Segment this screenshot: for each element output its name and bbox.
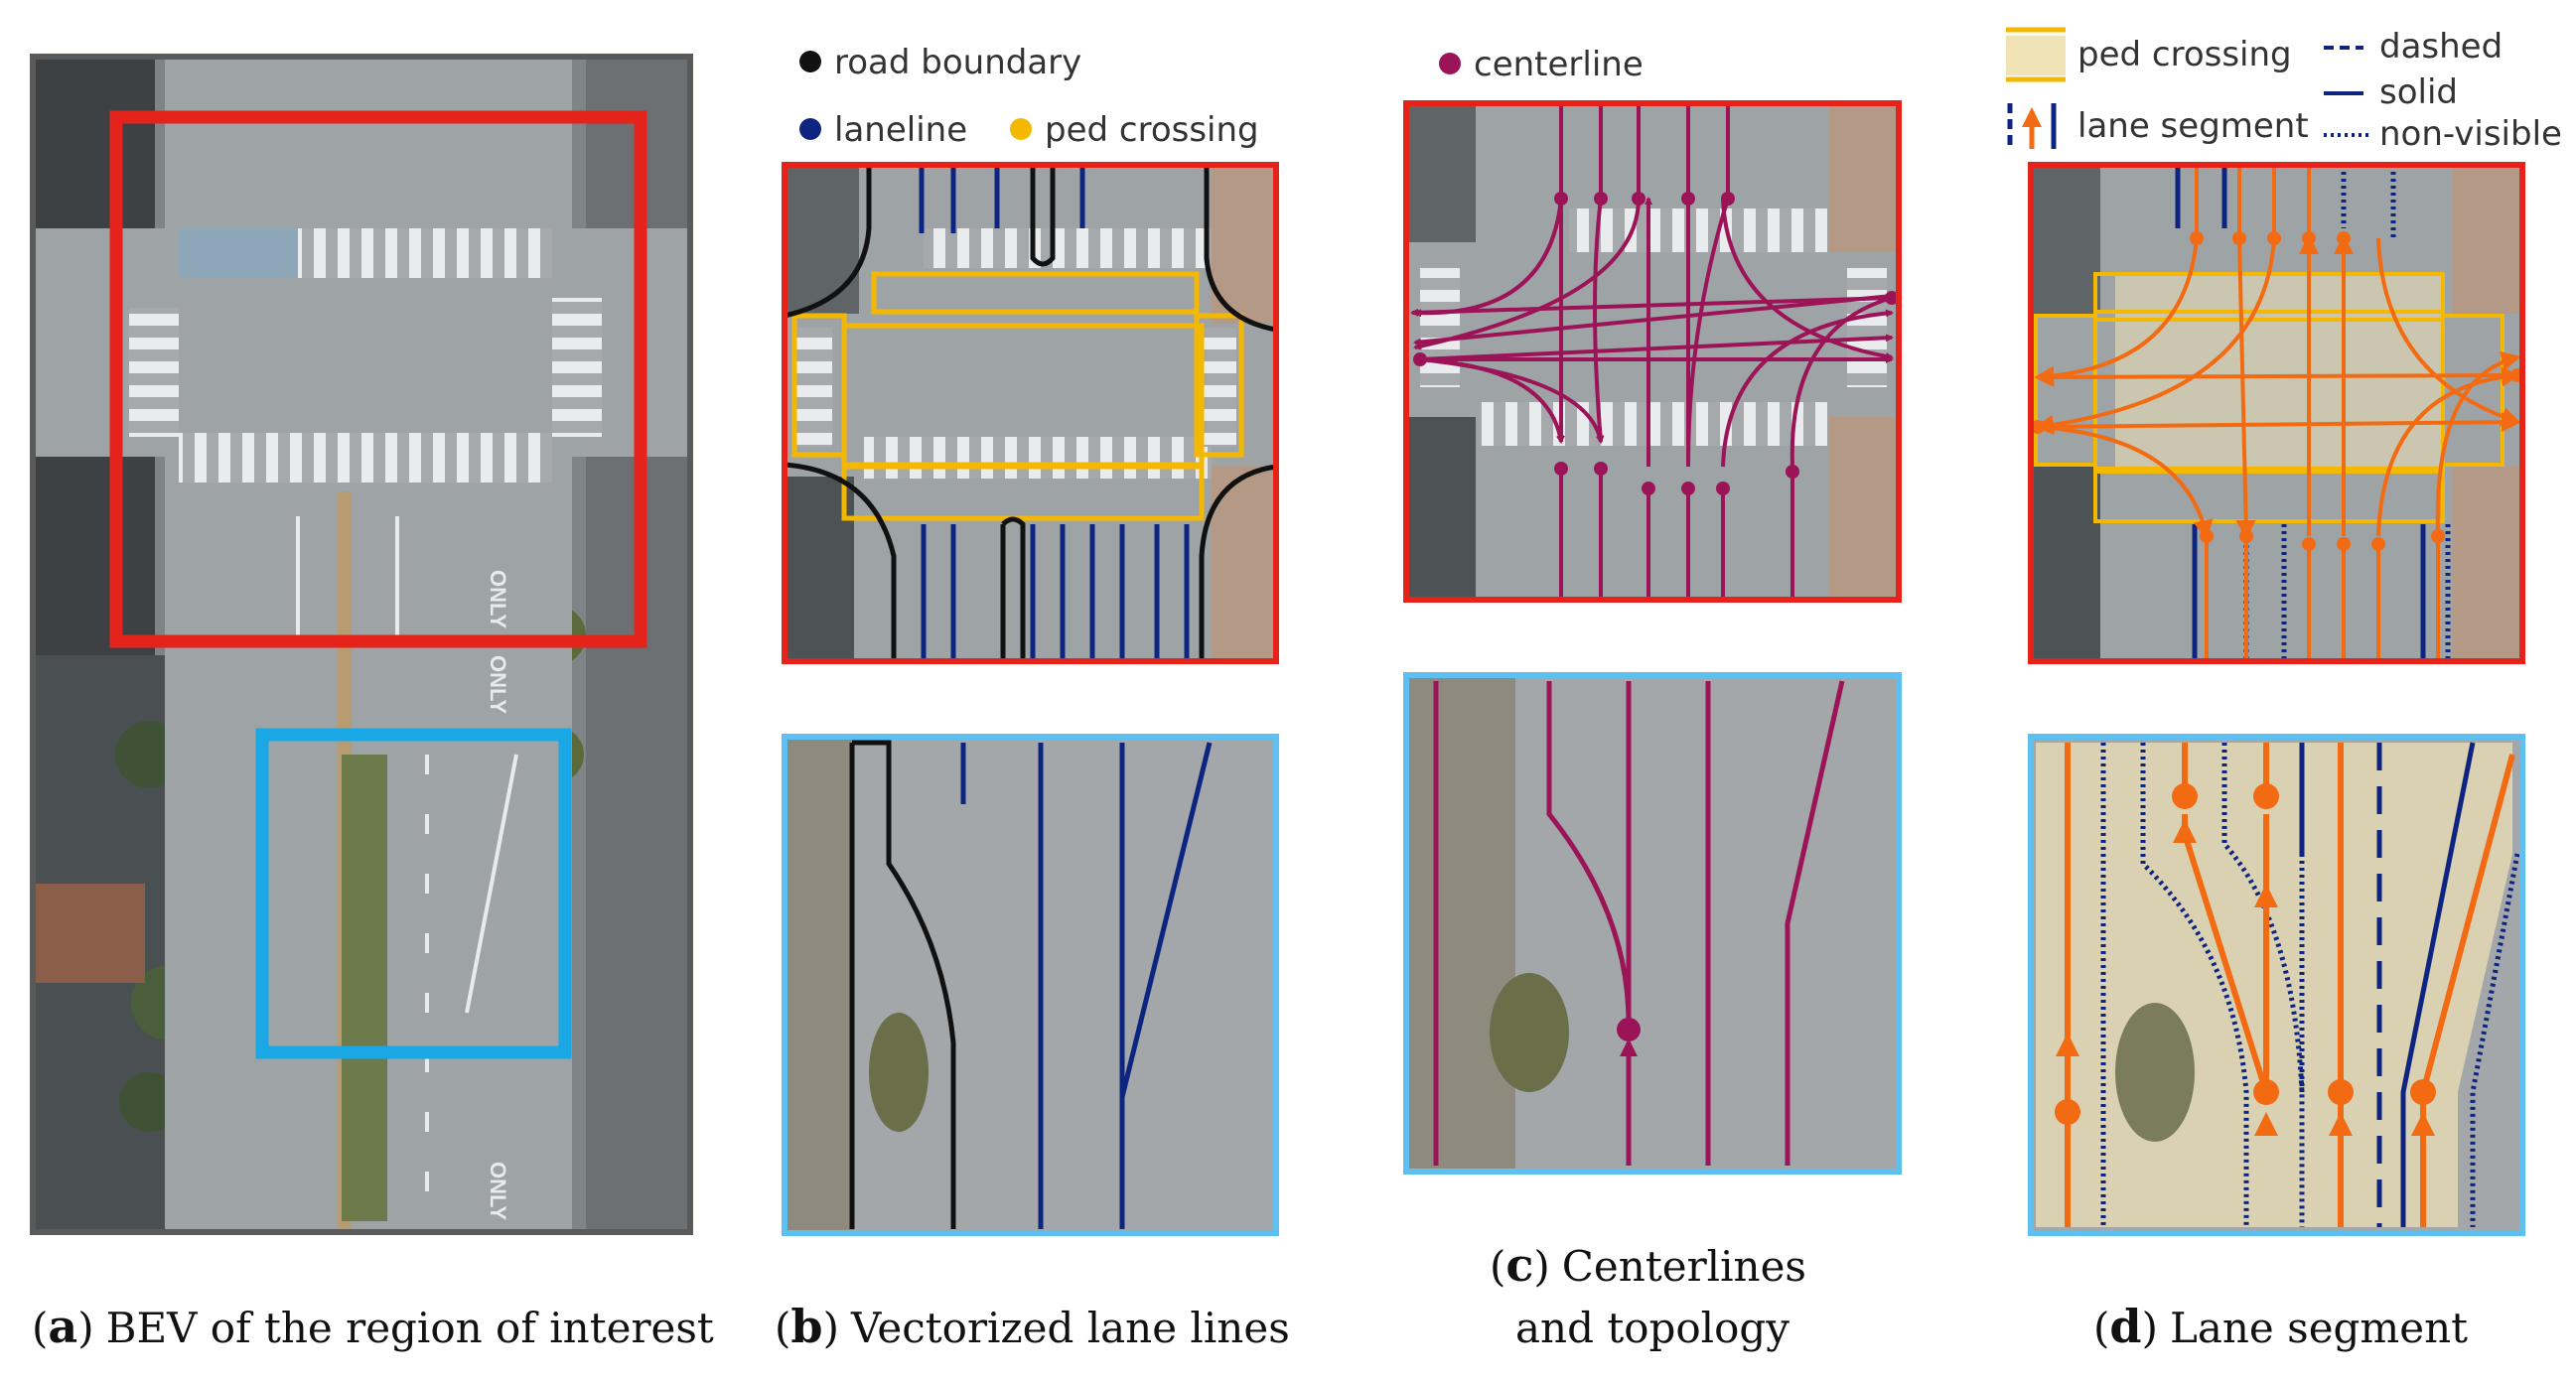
caption-b-letter: b <box>790 1300 822 1353</box>
legend-lane-segment: lane segment <box>2077 106 2309 146</box>
road-boundary-dot <box>799 51 821 72</box>
legend-ped-crossing-d: ped crossing <box>2077 35 2292 74</box>
caption-d-text: Lane segment <box>2170 1304 2468 1352</box>
panel-b-lane-lines: road boundary laneline ped crossing <box>782 43 1279 1236</box>
legend-non-visible: non-visible <box>2379 114 2562 154</box>
caption-a-text: BEV of the region of interest <box>106 1304 714 1352</box>
caption-a-letter: a <box>48 1300 77 1353</box>
caption-c-letter: c <box>1505 1238 1533 1292</box>
caption-d-letter: d <box>2109 1300 2141 1353</box>
blue-region-box <box>255 728 572 1059</box>
road-marking-only-3: ONLY <box>486 1162 510 1220</box>
d-red-panel <box>2028 162 2525 664</box>
caption-a: (a)BEV of the region of interest <box>32 1300 714 1353</box>
caption-c-text-2: and topology <box>1515 1304 1789 1352</box>
centerline-dot <box>1439 53 1461 74</box>
c-blue-panel <box>1403 672 1902 1175</box>
panel-a-bev: ONLY ONLY ONLY <box>30 54 693 1235</box>
ped-crossing-swatch <box>2006 36 2066 75</box>
legend-centerline: centerline <box>1474 45 1644 84</box>
legend-road-boundary: road boundary <box>834 43 1081 82</box>
panel-c-centerlines: centerline <box>1403 45 1902 1175</box>
lane-segment-swatch <box>2007 103 2057 149</box>
legend-ped-crossing: ped crossing <box>1045 110 1259 150</box>
caption-c-text-1: Centerlines <box>1562 1242 1806 1291</box>
caption-c-line1: (c)Centerlines <box>1490 1238 1806 1292</box>
red-region-box <box>109 110 647 648</box>
captions: (a)BEV of the region of interest (b)Vect… <box>32 1238 2468 1353</box>
laneline-dot <box>799 118 821 140</box>
legend-dashed: dashed <box>2379 27 2503 67</box>
d-blue-panel <box>2028 734 2525 1236</box>
b-red-panel <box>782 162 1279 664</box>
legend-laneline: laneline <box>834 110 967 150</box>
c-red-panel <box>1403 100 1902 603</box>
panel-d-lane-segment: ped crossing lane segment dashed solid n… <box>2006 27 2562 1236</box>
road-marking-only-2: ONLY <box>486 655 510 714</box>
road-marking-only-1: ONLY <box>486 570 510 628</box>
b-blue-panel <box>782 734 1279 1236</box>
caption-d: (d)Lane segment <box>2093 1300 2468 1353</box>
legend-solid: solid <box>2379 72 2458 112</box>
ped-crossing-dot <box>1010 118 1032 140</box>
caption-b-text: Vectorized lane lines <box>850 1304 1290 1352</box>
caption-b: (b)Vectorized lane lines <box>775 1300 1290 1353</box>
